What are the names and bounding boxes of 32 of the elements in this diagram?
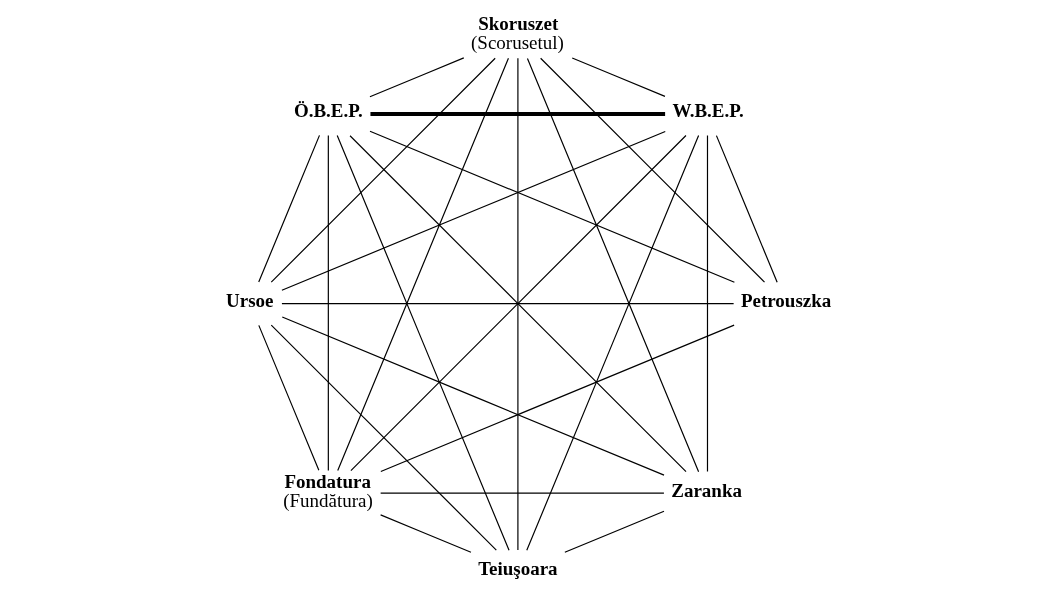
connector [379, 324, 735, 473]
connector [270, 57, 496, 283]
node-text: Ursoe [225, 289, 274, 311]
connector [563, 510, 665, 553]
connector [368, 57, 464, 98]
connector [336, 134, 510, 551]
node-text: W.B.E.P. [671, 100, 744, 122]
connector [379, 514, 472, 553]
connector [715, 135, 778, 283]
connector [571, 57, 666, 97]
connector [280, 303, 734, 305]
node-text: Zaranka [670, 479, 742, 501]
node-text: Fondatura (Fundătura) [282, 471, 373, 512]
node-text: Ö.B.E.P. [293, 100, 363, 122]
connector [281, 316, 665, 476]
connector [270, 324, 497, 551]
connector [280, 130, 666, 291]
connector [257, 134, 320, 283]
connector [327, 134, 329, 472]
connector [368, 130, 735, 283]
connector [379, 492, 665, 494]
connector [516, 57, 518, 551]
node-text: Teiuşoara [477, 558, 558, 580]
connector [525, 134, 699, 551]
connector [257, 324, 319, 471]
connector [526, 57, 699, 473]
node-text: Skoruszet (Scorusetul) [470, 13, 564, 54]
connector [706, 134, 708, 473]
connector [336, 57, 509, 472]
connector [539, 57, 765, 283]
connector [369, 111, 665, 117]
node-text: Petrouszka [740, 289, 831, 311]
